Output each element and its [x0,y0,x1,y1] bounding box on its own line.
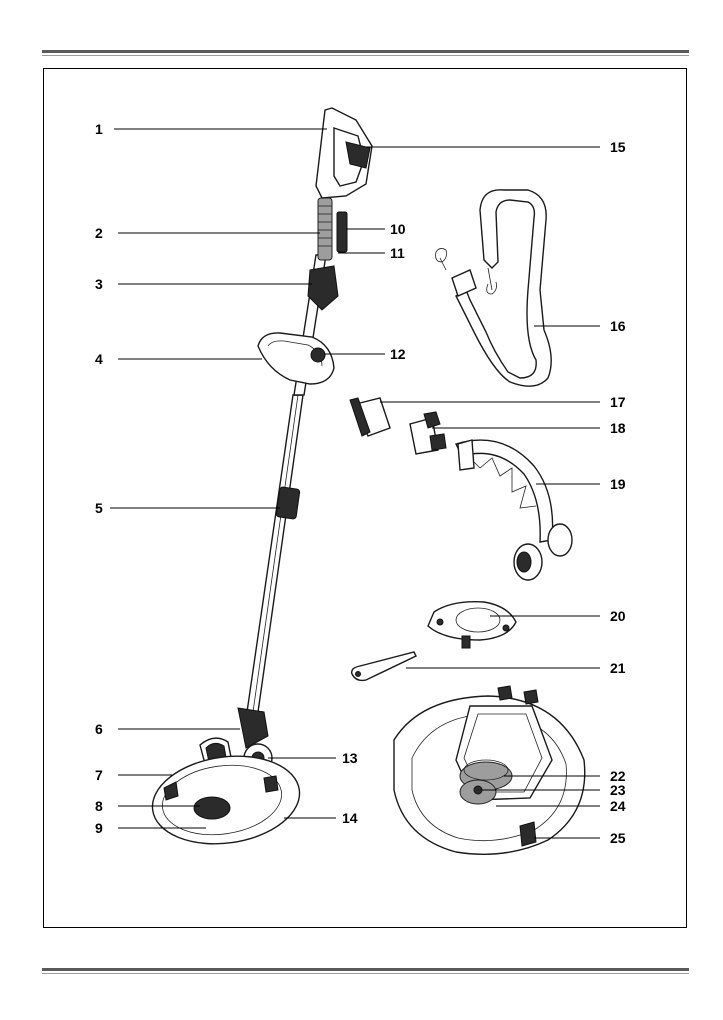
callout-3: 3 [95,276,103,292]
spacer-holder [409,411,447,455]
protective-guard [151,755,301,845]
diagram-frame [43,68,687,928]
callout-7: 7 [95,767,103,783]
motor-housing-joint [237,707,269,749]
switch-lock [345,141,371,169]
callout-23: 23 [610,782,626,798]
line-cutter-clip [519,821,537,847]
callout-4: 4 [95,351,103,367]
header-rule [42,50,689,56]
callout-19: 19 [610,476,626,492]
callout-20: 20 [610,608,626,624]
spool-key-tool [350,651,417,682]
callout-2: 2 [95,225,103,241]
callout-15: 15 [610,139,626,155]
callout-6: 6 [95,721,103,737]
lower-shaft [246,394,304,713]
aux-handle-knob [310,347,326,363]
callout-8: 8 [95,798,103,814]
callout-16: 16 [610,318,626,334]
switch-housing [307,265,339,311]
callout-9: 9 [95,820,103,836]
cable-clip [336,211,348,253]
callout-11: 11 [390,245,405,261]
callout-25: 25 [610,830,626,846]
guard-detail-view [393,685,586,855]
plant-guard [455,439,573,581]
callout-18: 18 [610,420,626,436]
callout-12: 12 [390,346,406,362]
callout-numbers: 1 2 3 4 5 6 7 8 9 10 11 12 13 14 15 16 1… [95,121,626,846]
callout-17: 17 [610,394,626,410]
strap-hook [435,248,447,271]
spool-cover [193,796,231,820]
callout-10: 10 [390,221,406,237]
shoulder-strap [435,189,552,387]
cable-hook-clip [349,397,391,437]
callout-5: 5 [95,500,103,516]
telescopic-lock-collar [275,486,301,520]
callout-21: 21 [610,660,626,676]
spool-cap-cover [427,601,517,649]
callout-14: 14 [342,810,358,826]
trimmer-illustration [151,107,373,845]
strap-buckle [451,269,477,297]
auxiliary-handle [257,332,335,385]
leader-lines [110,128,600,839]
callout-1: 1 [95,121,103,137]
callout-13: 13 [342,750,358,766]
cable-spring [317,197,333,261]
callout-22: 22 [610,768,626,784]
footer-rule [42,968,689,974]
callout-24: 24 [610,798,626,814]
